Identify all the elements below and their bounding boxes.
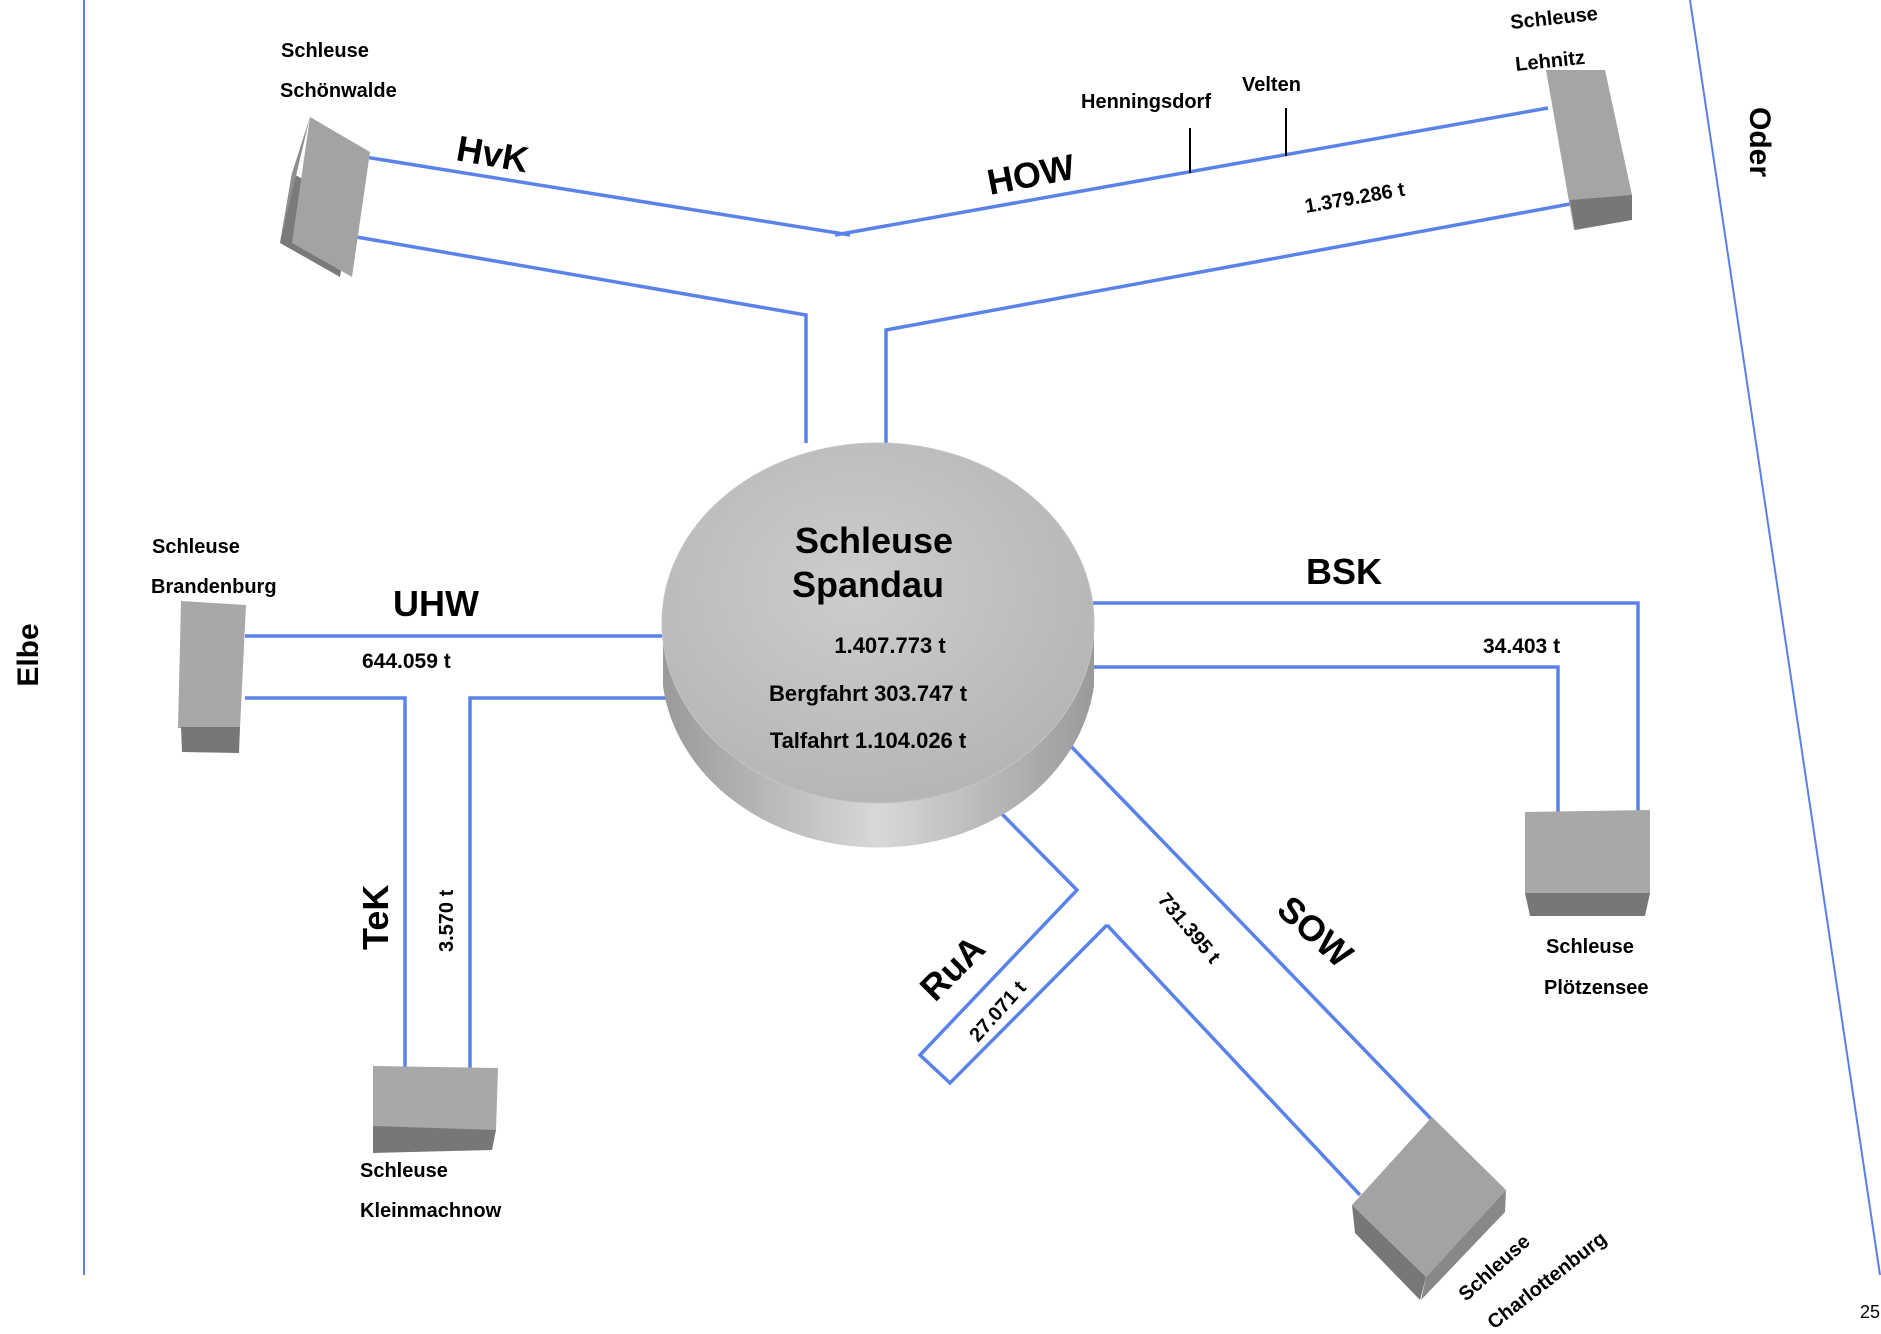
spandau-total: 1.407.773 t (834, 633, 946, 658)
lehnitz-label-line1: Schleuse (1509, 3, 1599, 34)
tonnage-sow: 731.395 t (1153, 889, 1224, 968)
schoenwalde-label-line2: Schönwalde (280, 80, 397, 102)
kleinmachnow-label-line2: Kleinmachnow (360, 1200, 502, 1222)
lock-spandau (661, 442, 1095, 848)
spandau-name-line2: Spandau (792, 564, 944, 605)
velten-label: Velten (1242, 74, 1301, 96)
tonnage-tek: 3.570 t (436, 889, 458, 952)
tonnage-uhw: 644.059 t (362, 650, 451, 673)
waterway-sow: SOW (1270, 887, 1361, 975)
brandenburg-label-line1: Schleuse (152, 536, 240, 558)
schoenwalde-label-line1: Schleuse (281, 40, 369, 62)
waterway-bsk: BSK (1306, 551, 1382, 592)
canal-hvk-how (344, 106, 1571, 443)
canal-bsk (1093, 601, 1640, 812)
lock-brandenburg (178, 601, 246, 753)
charlottenburg-label-line2: Charlottenburg (1484, 1228, 1611, 1334)
waterway-uhw: UHW (393, 583, 479, 624)
tonnage-bsk: 34.403 t (1483, 635, 1560, 658)
spandau-name-line1: Schleuse (795, 520, 953, 561)
tonnage-how: 1.379.286 t (1303, 179, 1407, 218)
lock-kleinmachnow (373, 1066, 498, 1153)
kleinmachnow-label-line1: Schleuse (360, 1160, 448, 1182)
spandau-upstream: Bergfahrt 303.747 t (769, 681, 968, 706)
page-number: 25 (1860, 1302, 1880, 1322)
elbe-label: Elbe (12, 623, 45, 686)
lock-ploetzensee (1525, 810, 1650, 916)
lock-lehnitz (1546, 70, 1632, 230)
canal-uhw-tek (245, 634, 680, 1068)
lock-charlottenburg (1352, 1117, 1506, 1300)
waterway-rua: RuA (912, 927, 993, 1008)
canal-sow (1061, 736, 1439, 1197)
henningsdorf-label: Henningsdorf (1081, 91, 1211, 113)
waterway-tek: TeK (355, 885, 396, 950)
oder-river (1689, 0, 1881, 1276)
lock-schoenwalde (280, 117, 370, 277)
spandau-downstream: Talfahrt 1.104.026 t (770, 728, 967, 753)
brandenburg-label-line2: Brandenburg (151, 576, 277, 598)
canal-rua (917, 810, 1109, 1086)
ploetzensee-label-line1: Schleuse (1546, 936, 1634, 958)
oder-label: Oder (1743, 107, 1776, 177)
ploetzensee-label-line2: Plötzensee (1544, 977, 1648, 999)
